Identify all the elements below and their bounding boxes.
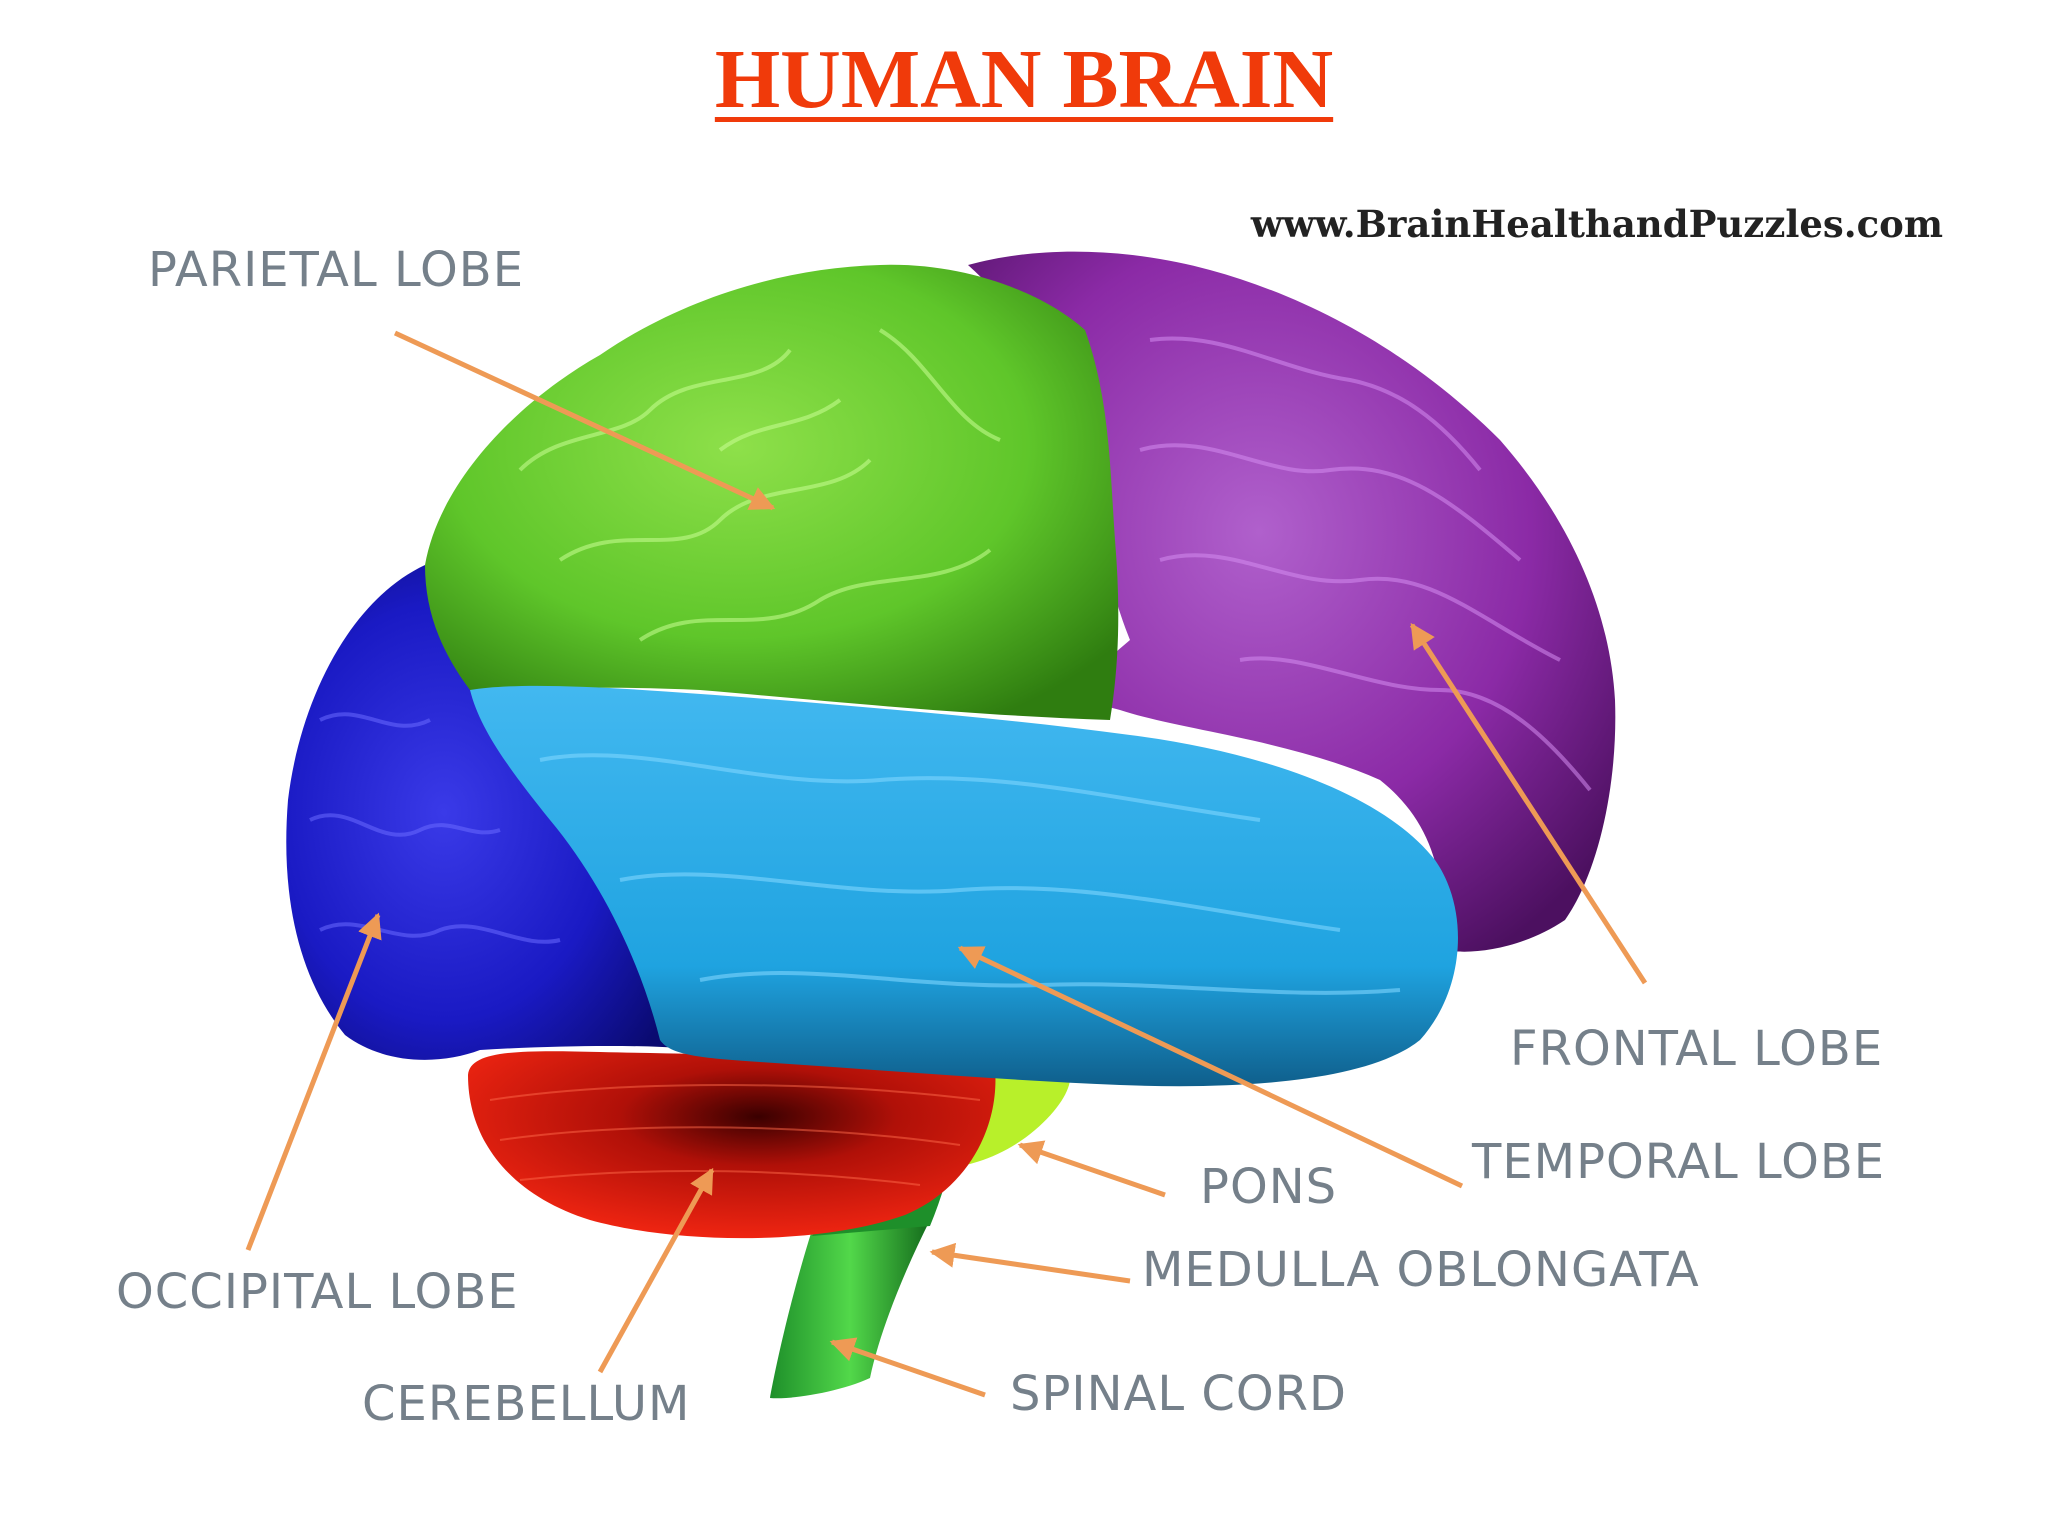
spinal-cord-region xyxy=(770,1220,930,1399)
temporal-lobe-region xyxy=(470,685,1458,1087)
medulla-pointer xyxy=(929,1242,1131,1284)
pons-pointer xyxy=(1017,1140,1166,1198)
occipital-gyri xyxy=(309,712,561,944)
cerebellum-pointer xyxy=(597,1167,715,1374)
temporal-pointer xyxy=(957,945,1464,1189)
occipital-lobe-region xyxy=(286,565,680,1060)
label-occipital-lobe: OCCIPITAL LOBE xyxy=(116,1264,519,1320)
label-spinal-cord: SPINAL CORD xyxy=(1010,1366,1347,1422)
frontal-lobe-region xyxy=(968,251,1616,952)
label-parietal-lobe: PARIETAL LOBE xyxy=(148,242,525,298)
spinal-pointer xyxy=(829,1337,986,1398)
label-medulla-oblongata: MEDULLA OBLONGATA xyxy=(1142,1242,1700,1298)
label-temporal-lobe: TEMPORAL LOBE xyxy=(1472,1134,1886,1190)
occipital-pointer xyxy=(245,912,382,1251)
pointer-lines xyxy=(245,330,1648,1398)
frontal-gyri xyxy=(1139,336,1592,792)
watermark-url: www.BrainHealthandPuzzles.com xyxy=(1250,202,1943,246)
cerebellum-region xyxy=(468,1051,996,1239)
label-pons: PONS xyxy=(1200,1159,1338,1215)
page-title: HUMAN BRAIN xyxy=(714,33,1334,126)
label-cerebellum: CEREBELLUM xyxy=(362,1376,691,1432)
parietal-pointer xyxy=(393,330,776,511)
frontal-pointer xyxy=(1409,622,1648,985)
label-frontal-lobe: FRONTAL LOBE xyxy=(1510,1021,1884,1077)
parietal-gyri xyxy=(518,328,1001,642)
parietal-lobe-region xyxy=(425,264,1119,720)
